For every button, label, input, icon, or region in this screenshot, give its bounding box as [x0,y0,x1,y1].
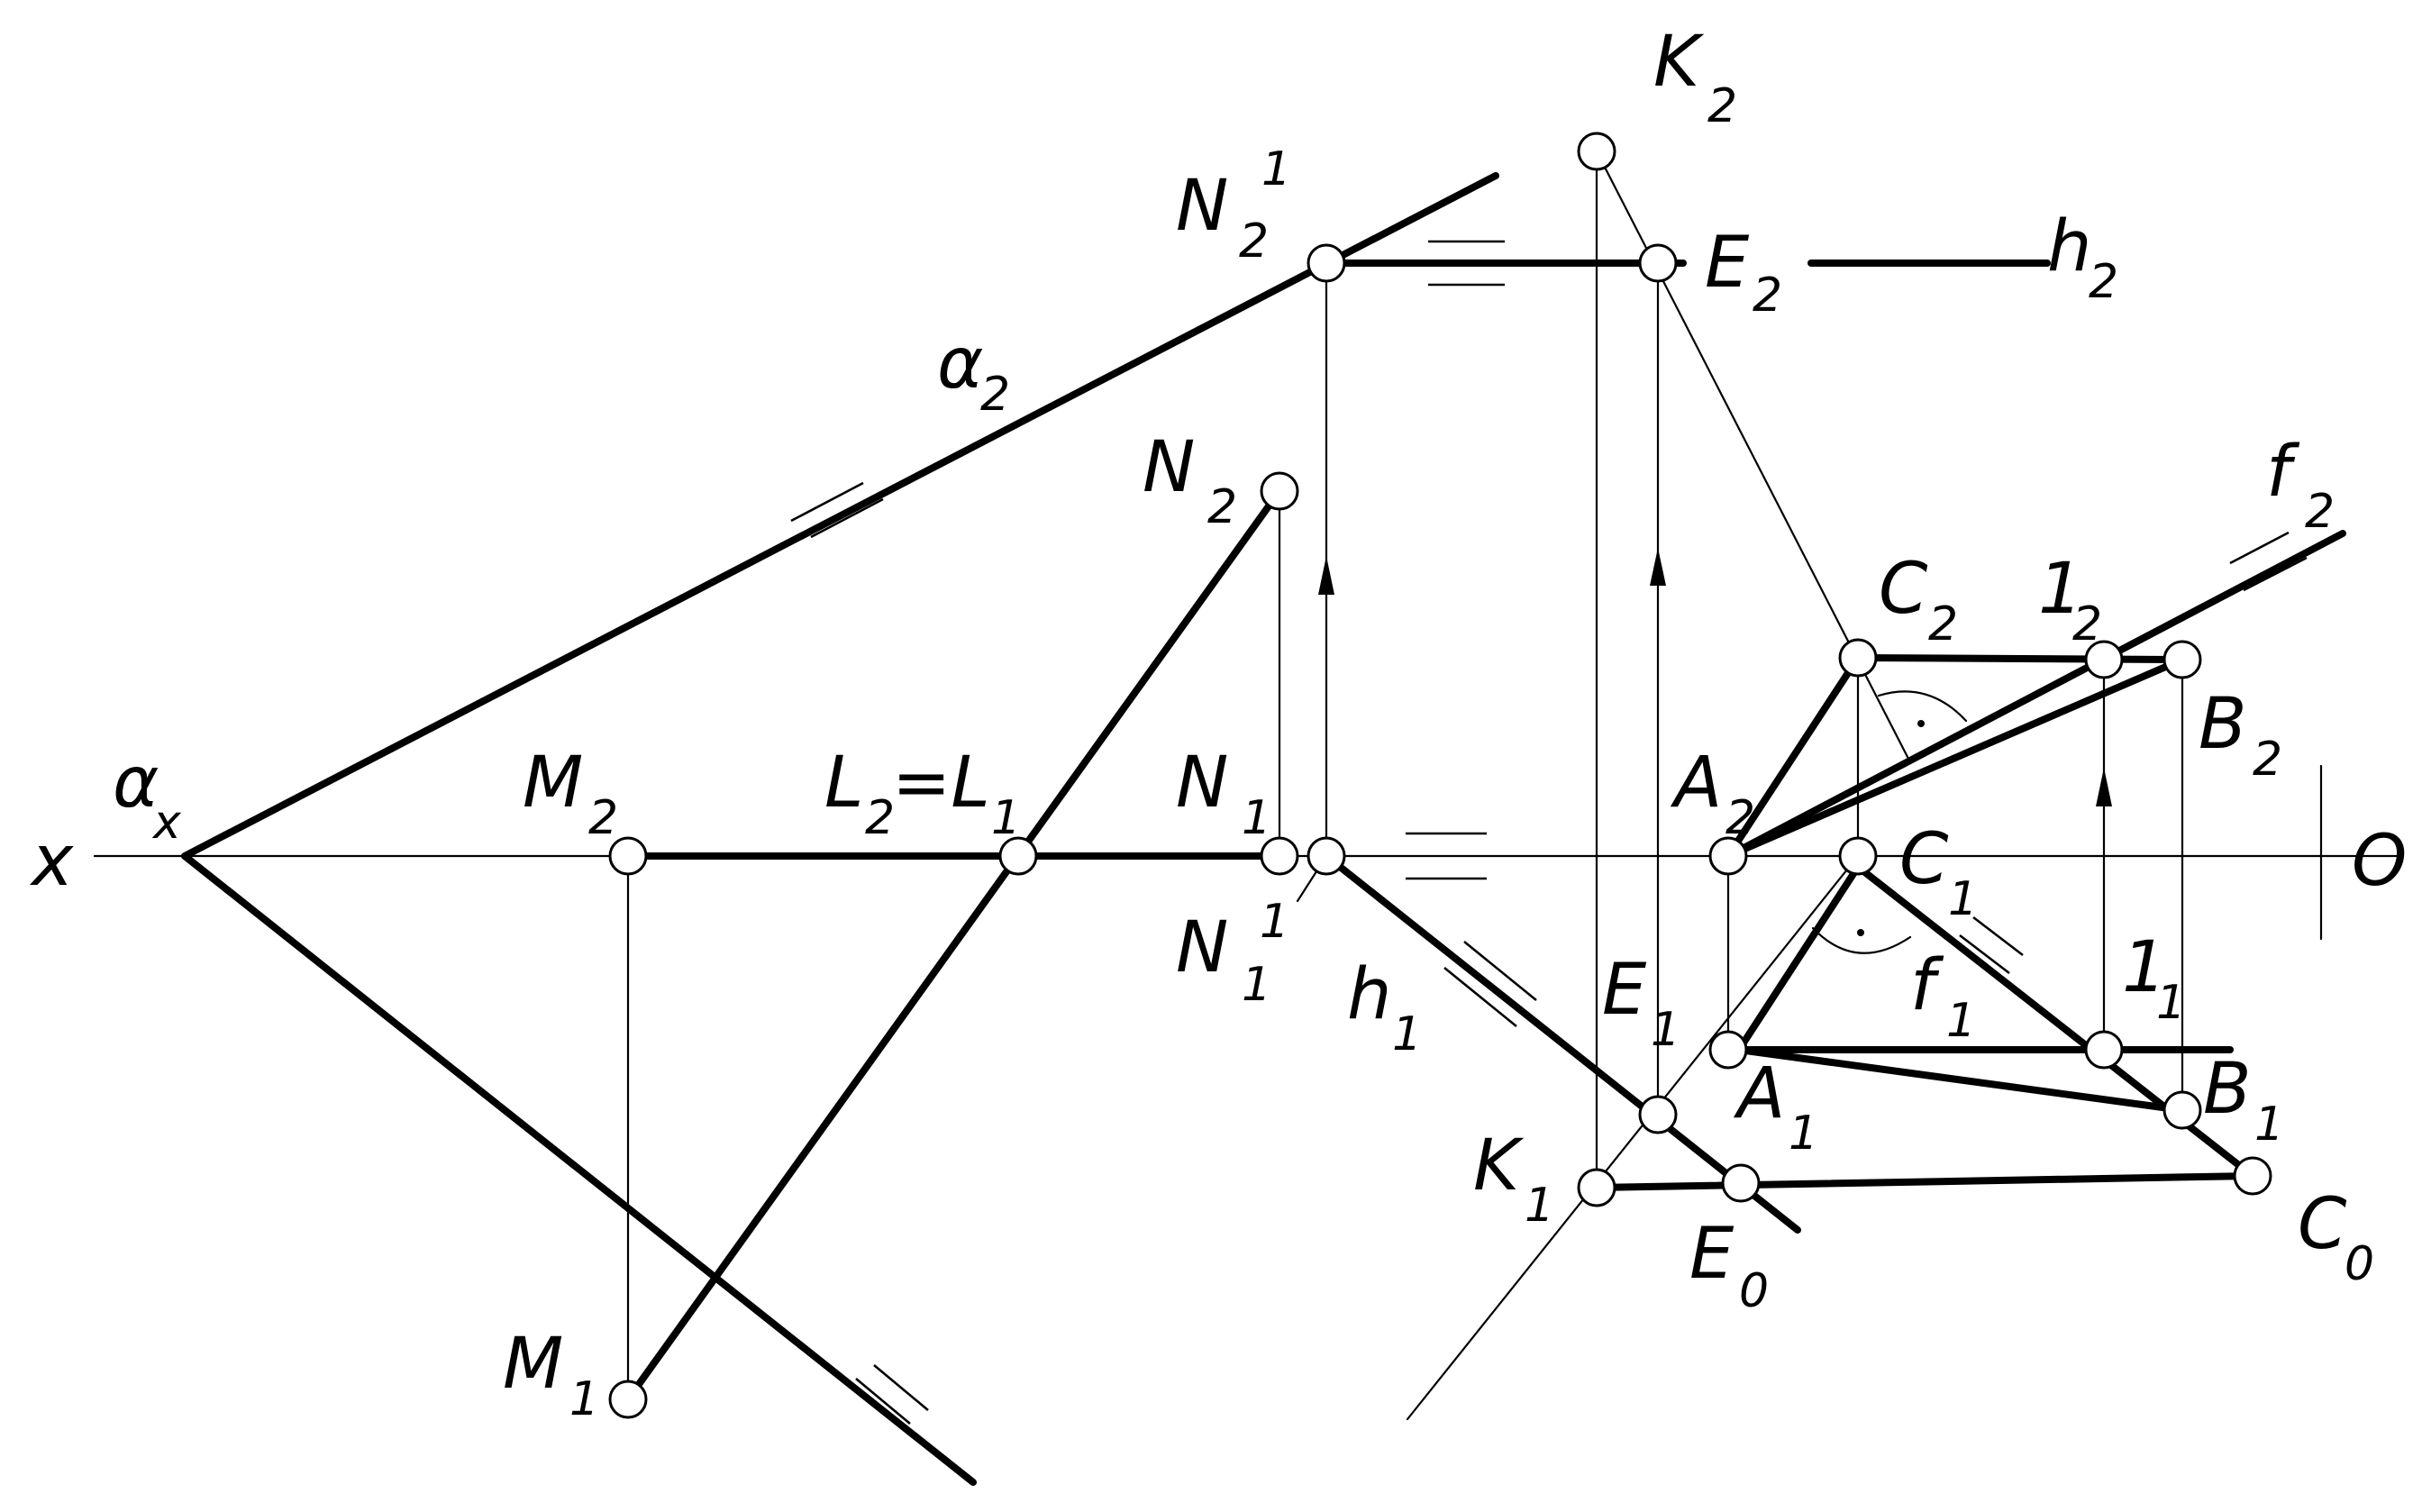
label-alpha-x: αx [113,742,182,850]
line-A1-B1 [1735,1046,2186,1114]
parallel-mark [1443,966,1517,1028]
line-A2-B2 [1725,656,2186,860]
arrow-up-N [1318,556,1334,595]
label-O: O [2352,821,2407,902]
point-B2 [2162,640,2202,679]
line-A1-C1 [1735,863,1862,1053]
point-A1 [1708,1030,1748,1070]
label-1-2: 12 [2038,549,2102,651]
point-C1 [1838,836,1878,876]
point-B1 [2162,1090,2202,1130]
h1-line [1323,852,1801,1234]
label-h1: h1 [1347,954,1422,1061]
line-C2-B2 [1854,654,2186,663]
point-E2 [1638,243,1678,283]
parallel-mark [810,497,884,539]
point-1-2 [2084,640,2124,679]
label-A2: A2 [1670,742,1755,845]
alpha-2-trace [181,172,1499,860]
label-alpha-2: α2 [937,323,1010,422]
label-K2: K2 [1653,22,1737,133]
point-A2 [1708,836,1748,876]
right-angle-dot [1857,929,1864,936]
parallel-mark [1959,934,2010,975]
point-1-1 [2084,1030,2124,1070]
right-angle-arc-C1 [1811,926,1912,954]
point-K2 [1577,132,1616,171]
label-C0: C0 [2298,1184,2374,1291]
parallel-mark [790,481,864,523]
line-M1-N2 [624,487,1283,1403]
alpha-1-trace [181,852,977,1486]
label-h2: h2 [2047,206,2118,309]
point-C0 [2233,1156,2272,1196]
line-K1-C0 [1593,1172,2256,1191]
point-M2 [608,836,648,876]
label-C2: C2 [1879,549,1958,651]
point-E0 [1721,1163,1761,1203]
label-x: x [29,821,74,902]
label-1-1: 11 [2122,927,2186,1030]
point-N1-prime [1307,836,1346,876]
right-angle-dot [1917,720,1925,727]
label-E2: E2 [1705,223,1782,323]
f2-line [1725,530,2346,860]
point-M1 [608,1380,648,1419]
parallel-mark [1972,915,2024,957]
point-N1 [1260,836,1299,876]
label-B1: B1 [2203,1049,2284,1152]
right-angle-arc-C2 [1877,690,1968,723]
point-N2-prime [1307,243,1346,283]
point-E1 [1638,1095,1678,1134]
point-C2 [1838,638,1878,678]
diagonal-line [1406,854,1860,1421]
label-A1: A1 [1733,1053,1818,1161]
label-L2-L1: L2=L1 [824,742,1021,845]
arrow-up-E [1650,548,1666,586]
parallel-mark [855,1378,911,1425]
parallel-mark [2229,531,2290,565]
point-N2 [1260,471,1299,511]
label-E1: E1 [1602,950,1680,1057]
line-A2-C2 [1725,654,1862,860]
arrow-up-1 [2096,768,2112,806]
point-K1 [1577,1168,1616,1207]
parallel-mark [2243,556,2308,592]
parallel-mark [1463,940,1537,1002]
point-L2-L1 [998,836,1038,876]
label-C1: C1 [1899,819,1978,926]
parallel-mark [873,1364,929,1411]
